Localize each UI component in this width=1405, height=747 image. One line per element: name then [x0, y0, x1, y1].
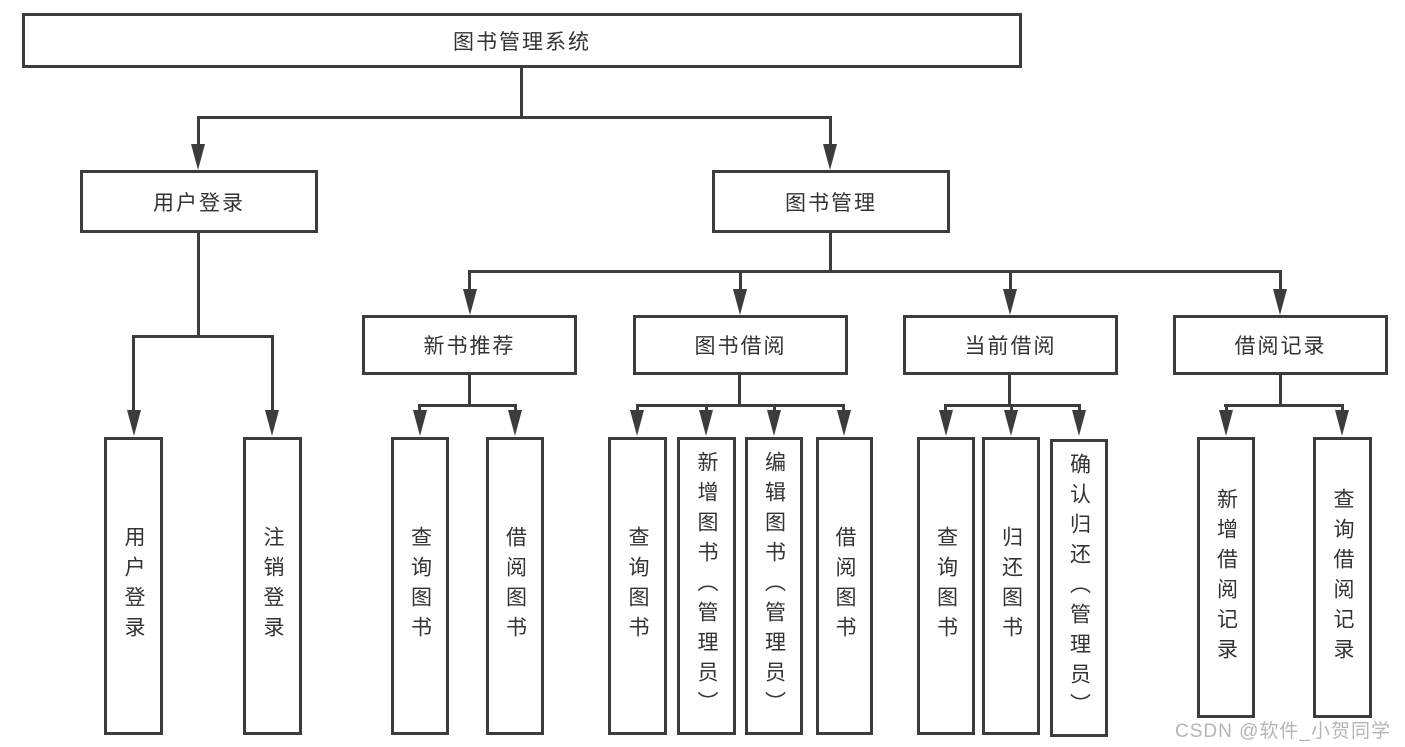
edge-bb-c1 [636, 404, 639, 412]
edge-to-book-borrow [739, 270, 742, 291]
edge-bb-rail [636, 404, 845, 407]
edge-user-login-down [197, 233, 200, 337]
node-root-library-system: 图书管理系统 [22, 13, 1022, 68]
edge-to-logout-leaf [271, 335, 274, 412]
edge-cb-down [1008, 375, 1011, 406]
node-leaf-bb-add-books-admin: 新增图书（管理员） [677, 437, 736, 735]
node-book-mgmt: 图书管理 [712, 170, 950, 233]
node-user-login: 用户登录 [80, 170, 318, 233]
node-leaf-logout: 注销登录 [243, 437, 302, 735]
edge-level3-rail [468, 270, 1282, 273]
arrow-to-current-borrow [1003, 289, 1017, 315]
edge-nbr-c2 [514, 404, 517, 412]
arrow-cb-c3 [1072, 410, 1086, 436]
arrow-to-login-leaf [127, 410, 141, 436]
edge-cb-c1 [944, 404, 947, 412]
edge-cb-c3 [1078, 404, 1081, 412]
edge-level2-rail [197, 116, 832, 119]
node-leaf-user-login: 用户登录 [104, 437, 163, 735]
edge-br-down [1279, 375, 1282, 406]
edge-br-rail [1224, 404, 1344, 407]
arrow-to-user-login [191, 144, 205, 170]
arrow-cb-c1 [939, 410, 953, 436]
edge-to-current-borrow [1009, 270, 1012, 291]
node-leaf-bb-borrow-books: 借阅图书 [816, 437, 873, 735]
node-leaf-bb-edit-books-admin: 编辑图书（管理员） [745, 437, 803, 735]
arrow-nbr-c2 [508, 410, 522, 436]
edge-bb-c4 [842, 404, 845, 412]
arrow-bb-c2 [699, 410, 713, 436]
arrow-bb-c3 [767, 410, 781, 436]
edge-to-borrow-records [1279, 270, 1282, 291]
node-leaf-nbr-query-books: 查询图书 [391, 437, 449, 735]
edge-br-c1 [1225, 404, 1228, 412]
arrow-br-c2 [1335, 410, 1349, 436]
edge-book-mgmt-down [829, 233, 832, 272]
csdn-watermark: CSDN @软件_小贺同学 [1175, 721, 1391, 742]
arrow-br-c1 [1219, 410, 1233, 436]
edge-root-down [520, 68, 523, 118]
arrow-nbr-c1 [413, 410, 427, 436]
node-leaf-cb-return-books: 归还图书 [982, 437, 1040, 735]
node-leaf-cb-confirm-return-admin: 确认归还（管理员） [1050, 439, 1108, 737]
edge-to-login-leaf [132, 335, 135, 412]
edge-to-user-login [197, 116, 200, 146]
edge-bb-c3 [773, 404, 776, 412]
edge-nbr-rail [418, 404, 517, 407]
node-leaf-br-query-record: 查询借阅记录 [1313, 437, 1372, 718]
node-leaf-cb-query-books: 查询图书 [917, 437, 975, 735]
arrow-cb-c2 [1004, 410, 1018, 436]
edge-user-login-rail [132, 335, 274, 338]
node-new-book-rec: 新书推荐 [362, 315, 577, 375]
edge-bb-down [738, 375, 741, 406]
node-book-borrow: 图书借阅 [633, 315, 848, 375]
arrow-bb-c1 [630, 410, 644, 436]
edge-to-book-mgmt [829, 116, 832, 146]
edge-nbr-down [468, 375, 471, 406]
arrow-to-book-mgmt [823, 144, 837, 170]
arrow-to-logout-leaf [265, 410, 279, 436]
node-leaf-bb-query-books: 查询图书 [608, 437, 667, 735]
edge-bb-c2 [705, 404, 708, 412]
node-current-borrow: 当前借阅 [903, 315, 1118, 375]
node-leaf-br-add-record: 新增借阅记录 [1197, 437, 1255, 718]
edge-br-c2 [1341, 404, 1344, 412]
arrow-bb-c4 [837, 410, 851, 436]
edge-cb-c2 [1010, 404, 1013, 412]
arrow-to-new-book-rec [463, 289, 477, 315]
arrow-to-book-borrow [733, 289, 747, 315]
edge-to-new-book-rec [468, 270, 471, 291]
edge-nbr-c1 [418, 404, 421, 412]
node-leaf-nbr-borrow-books: 借阅图书 [486, 437, 544, 735]
node-borrow-records: 借阅记录 [1173, 315, 1388, 375]
arrow-to-borrow-records [1273, 289, 1287, 315]
